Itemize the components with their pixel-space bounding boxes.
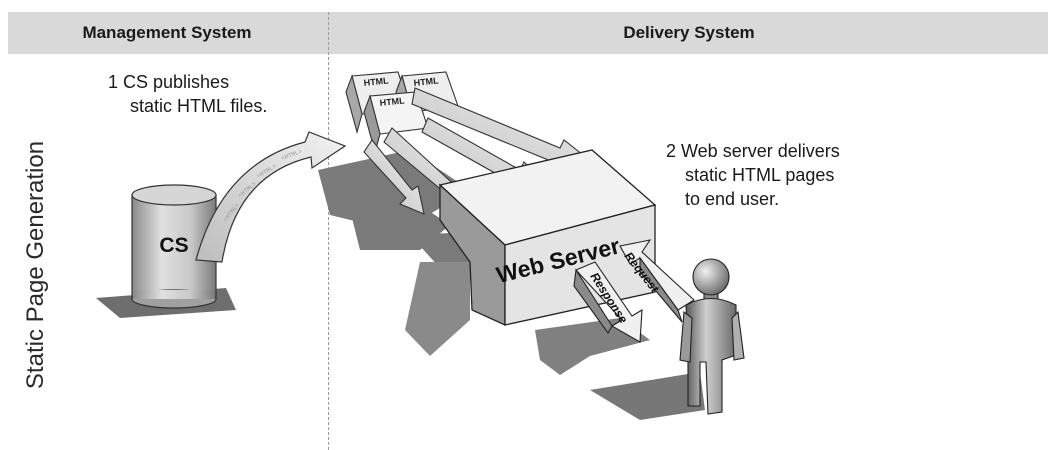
html-doc-label-3: HTML <box>379 95 405 108</box>
web-server: Web Server <box>438 149 657 327</box>
section-divider <box>328 12 329 450</box>
html-doc-label-1: HTML <box>363 75 389 88</box>
step-1-line-1: 1 CS publishes <box>108 72 230 92</box>
step-1-line-2: static HTML files. <box>130 96 268 116</box>
request-response-arrows: Response Request <box>573 239 695 343</box>
request-arrow: Request <box>619 239 695 323</box>
step-2-text: 2 Web server delivers static HTML pages … <box>666 139 840 211</box>
step-2-line-1: 2 Web server delivers <box>666 141 840 161</box>
cs-database: CS <box>131 184 217 309</box>
html-doc-label-2: HTML <box>413 75 439 88</box>
step-2-line-2: static HTML pages <box>685 165 835 185</box>
step-2-line-3: to end user. <box>685 189 780 209</box>
header-bar <box>8 12 1048 54</box>
header-delivery-system: Delivery System <box>623 23 755 42</box>
header-management-system: Management System <box>82 23 252 42</box>
cs-label: CS <box>159 234 188 257</box>
step-1-text: 1 CS publishes static HTML files. <box>108 70 267 118</box>
user-figure-icon <box>679 258 745 415</box>
publish-arrow: <HTML> <HTML> <HTML> <HTML> <box>195 131 347 263</box>
